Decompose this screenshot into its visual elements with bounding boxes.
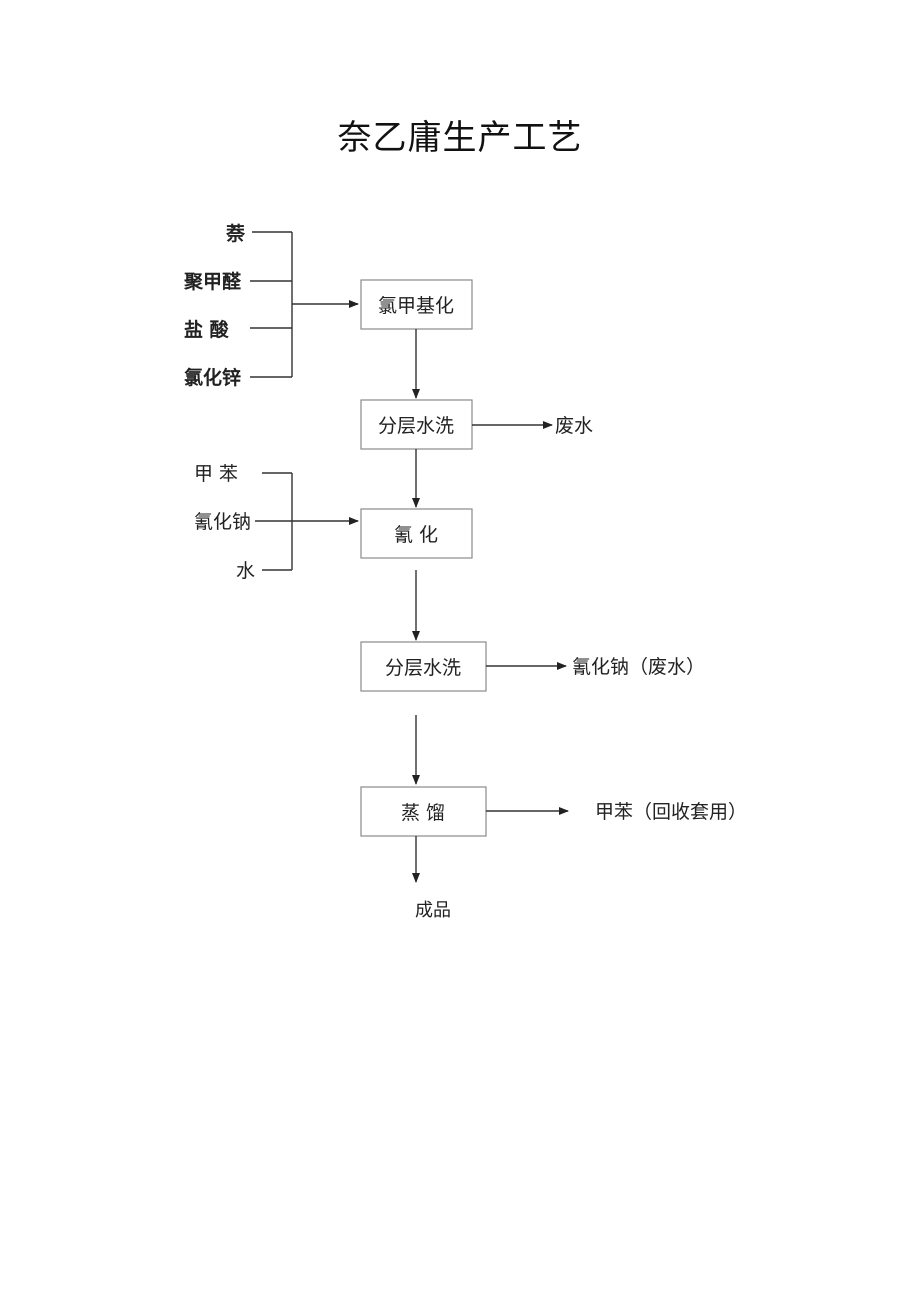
step-distillation-label: 蒸 馏 [401,802,445,824]
group1-bracket [250,231,293,378]
input-sodium-cyanide: 氰化钠 [194,511,251,533]
step-distillation: 蒸 馏 [360,786,487,837]
step-layer-wash-2-label: 分层水洗 [385,657,461,679]
input-paraformaldehyde: 聚甲醛 [183,270,242,293]
input-water: 水 [236,560,255,582]
page-title: 奈乙庸生产工艺 [337,118,583,158]
input-zinc-chloride: 氯化锌 [184,366,241,389]
step-layer-wash-2: 分层水洗 [360,641,487,692]
step-chloromethylation: 氯甲基化 [360,279,473,330]
output-cyanide-wastewater: 氰化钠（废水） [572,656,705,678]
step-layer-wash-1-label: 分层水洗 [378,415,454,437]
output-toluene-recovery: 甲苯（回收套用） [595,801,747,823]
output-final-product: 成品 [415,900,451,921]
input-hydrochloric-acid: 盐 酸 [184,318,230,341]
input-naphthalene: 萘 [225,222,246,245]
step-cyanation: 氰 化 [360,508,473,559]
input-toluene: 甲 苯 [194,463,238,485]
step-layer-wash-1: 分层水洗 [360,399,473,450]
step-chloromethylation-label: 氯甲基化 [378,295,454,317]
step-cyanation-label: 氰 化 [394,524,438,546]
output-wastewater: 废水 [555,415,593,437]
